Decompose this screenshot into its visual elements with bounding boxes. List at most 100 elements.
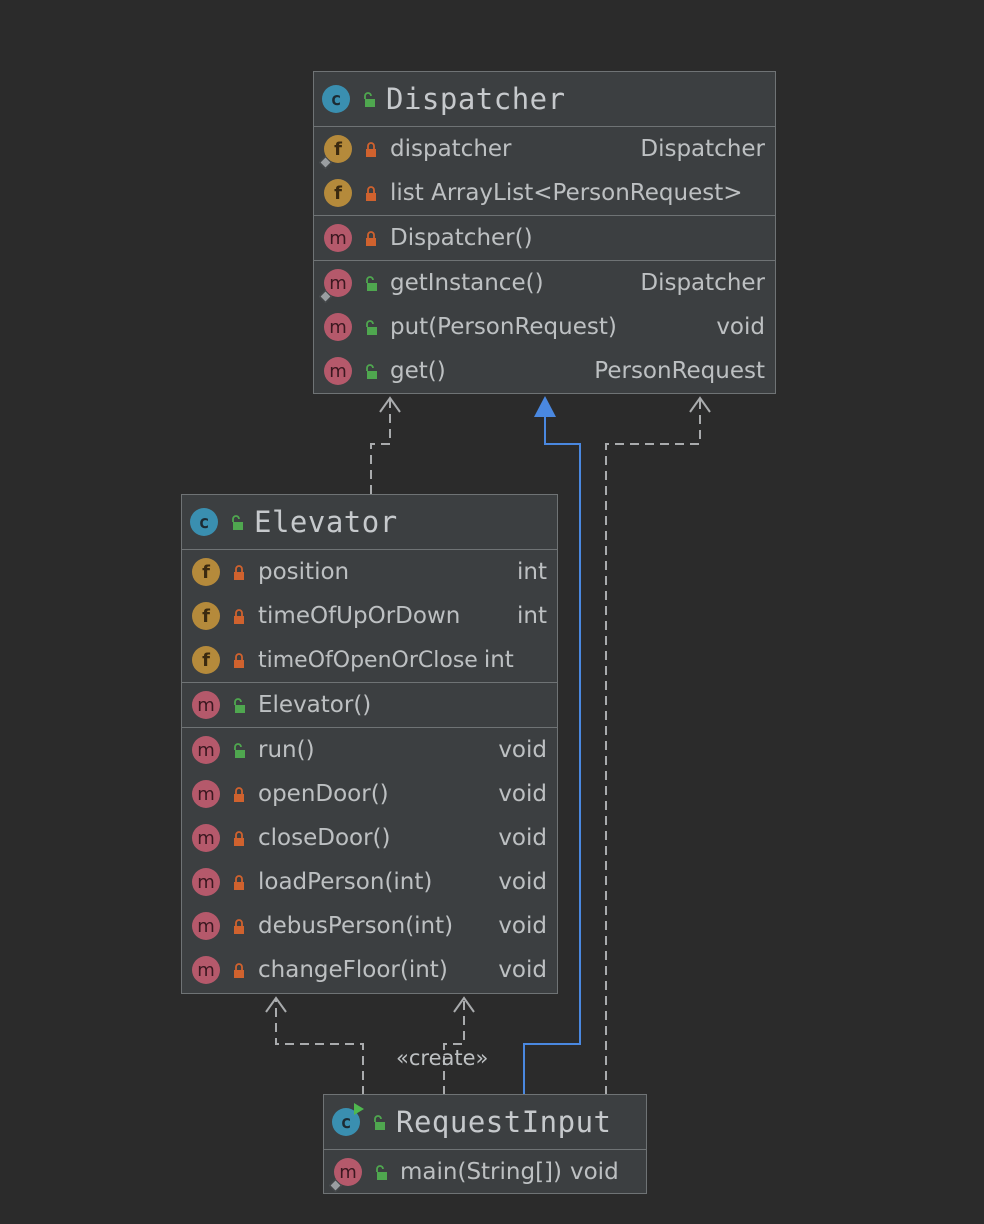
field-row[interactable]: f timeOfOpenOrClose int: [182, 638, 557, 682]
class-icon: c: [332, 1103, 364, 1136]
method-name: debusPerson(int): [258, 913, 454, 939]
field-type: int: [483, 647, 514, 673]
unlocked-icon: [376, 1165, 387, 1180]
class-icon: c: [322, 85, 350, 113]
unlocked-icon: [374, 1115, 385, 1130]
methods-section: m run() void m openDoor() void m closeDo…: [182, 728, 557, 992]
method-icon: m: [192, 912, 220, 940]
field-icon: f: [192, 602, 220, 630]
create-stereotype-label: «create»: [396, 1046, 489, 1070]
field-name: timeOfOpenOrClose: [258, 647, 478, 673]
constructor-name: Dispatcher(): [390, 225, 533, 251]
method-name: main(String[]): [400, 1159, 562, 1185]
locked-icon: [366, 231, 376, 246]
dispatcher-class-box[interactable]: c Dispatcher f dispatcher Dispatcher f l…: [313, 71, 776, 394]
method-name: changeFloor(int): [258, 957, 448, 983]
fields-section: f position int f timeOfUpOrDown int f ti…: [182, 550, 557, 683]
method-row[interactable]: m put(PersonRequest) void: [314, 305, 775, 349]
elevator-class-box[interactable]: c Elevator f position int f timeOfUpOrDo…: [181, 494, 558, 994]
method-return-type: void: [498, 781, 547, 807]
method-return-type: PersonRequest: [594, 358, 765, 384]
method-row[interactable]: m openDoor() void: [182, 772, 557, 816]
dependency-arrowhead: [453, 996, 475, 1013]
unlocked-icon: [232, 515, 243, 530]
field-row[interactable]: f dispatcher Dispatcher: [314, 127, 775, 171]
method-return-type: void: [498, 957, 547, 983]
locked-icon: [234, 653, 244, 668]
method-name: closeDoor(): [258, 825, 391, 851]
locked-icon: [234, 963, 244, 978]
methods-section: m getInstance() Dispatcher m put(PersonR…: [314, 261, 775, 393]
method-row[interactable]: m main(String[]) void: [324, 1150, 646, 1194]
dependency-arrowhead: [265, 996, 287, 1013]
elevator-dispatcher-dependency: [370, 398, 391, 494]
class-header: c Elevator: [182, 495, 557, 550]
field-row[interactable]: f position int: [182, 550, 557, 594]
requestinput-elevator-dependency: [275, 998, 364, 1095]
method-row[interactable]: m getInstance() Dispatcher: [314, 261, 775, 305]
locked-icon: [234, 919, 244, 934]
method-name: loadPerson(int): [258, 869, 433, 895]
method-icon: m: [319, 269, 352, 303]
locked-icon: [234, 831, 244, 846]
fields-section: f dispatcher Dispatcher f list ArrayList…: [314, 127, 775, 216]
field-name: dispatcher: [390, 136, 512, 162]
locked-icon: [234, 875, 244, 890]
method-icon: m: [192, 691, 220, 719]
constructor-row[interactable]: m Elevator(): [182, 683, 557, 727]
field-icon: f: [319, 135, 352, 169]
method-row[interactable]: m run() void: [182, 728, 557, 772]
method-name: get(): [390, 358, 446, 384]
class-header: c Dispatcher: [314, 72, 775, 127]
method-icon: m: [192, 780, 220, 808]
method-row[interactable]: m get() PersonRequest: [314, 349, 775, 393]
field-icon: f: [192, 646, 220, 674]
constructors-section: m Elevator(): [182, 683, 557, 728]
method-icon: m: [324, 224, 352, 252]
method-row[interactable]: m loadPerson(int) void: [182, 860, 557, 904]
method-row[interactable]: m changeFloor(int) void: [182, 948, 557, 992]
method-return-type: void: [498, 913, 547, 939]
locked-icon: [366, 142, 376, 157]
method-icon: m: [324, 357, 352, 385]
method-return-type: void: [716, 314, 765, 340]
constructors-section: m Dispatcher(): [314, 216, 775, 261]
unlocked-icon: [234, 743, 245, 758]
requestinput-class-box[interactable]: c RequestInput m main(String[]) void: [323, 1094, 647, 1194]
method-row[interactable]: m closeDoor() void: [182, 816, 557, 860]
method-name: openDoor(): [258, 781, 389, 807]
methods-section: m main(String[]) void: [324, 1150, 646, 1194]
unlocked-icon: [366, 320, 377, 335]
field-row[interactable]: f list ArrayList<PersonRequest>: [314, 171, 775, 215]
inheritance-arrowhead: [534, 396, 556, 417]
unlocked-icon: [366, 364, 377, 379]
method-return-type: Dispatcher: [640, 270, 765, 296]
static-icon: [319, 290, 332, 303]
method-icon: m: [192, 956, 220, 984]
class-icon: c: [190, 508, 218, 536]
run-icon: [354, 1103, 364, 1115]
constructor-row[interactable]: m Dispatcher(): [314, 216, 775, 260]
class-name: RequestInput: [396, 1105, 612, 1139]
method-return-type: void: [498, 737, 547, 763]
class-name: Elevator: [254, 505, 398, 539]
field-name: timeOfUpOrDown: [258, 603, 461, 629]
locked-icon: [234, 609, 244, 624]
class-header: c RequestInput: [324, 1095, 646, 1150]
field-icon: f: [192, 558, 220, 586]
field-name: position: [258, 559, 350, 585]
method-icon: m: [329, 1158, 362, 1192]
unlocked-icon: [366, 276, 377, 291]
requestinput-elevator-create: [443, 998, 465, 1095]
method-icon: m: [192, 868, 220, 896]
method-name: getInstance(): [390, 270, 544, 296]
field-row[interactable]: f timeOfUpOrDown int: [182, 594, 557, 638]
method-name: put(PersonRequest): [390, 314, 617, 340]
unlocked-icon: [364, 92, 375, 107]
class-name: Dispatcher: [386, 82, 566, 116]
field-type: int: [517, 559, 547, 585]
method-row[interactable]: m debusPerson(int) void: [182, 904, 557, 948]
constructor-name: Elevator(): [258, 692, 372, 718]
locked-icon: [234, 565, 244, 580]
